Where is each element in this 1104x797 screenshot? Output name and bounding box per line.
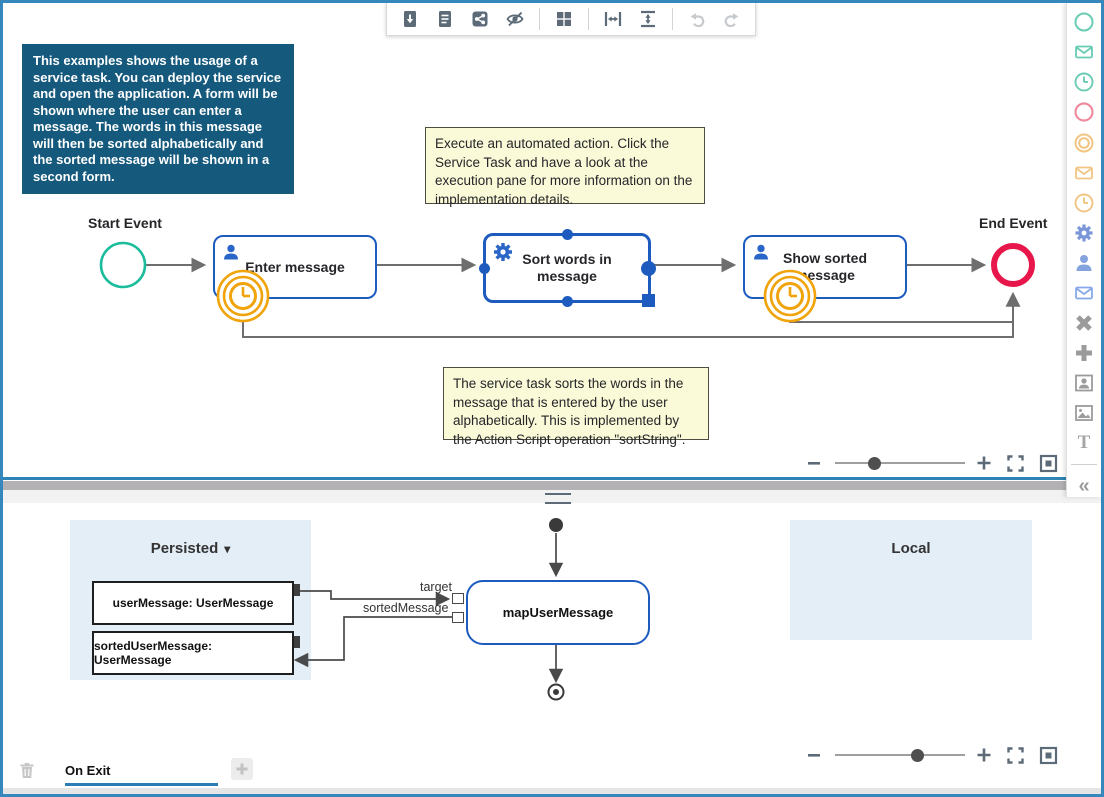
task-enter-message[interactable]: Enter message <box>213 235 377 299</box>
email-task-tool[interactable] <box>1072 282 1096 305</box>
target-input-port[interactable] <box>452 593 464 604</box>
timer-intermediate-event-tool[interactable] <box>1072 191 1096 214</box>
end-event-tool[interactable] <box>1072 101 1096 124</box>
connect-handle-right[interactable] <box>641 260 656 276</box>
toolbar-separator <box>588 7 589 30</box>
zoom-slider-track[interactable] <box>835 754 966 756</box>
connector-label-target: target <box>420 580 452 594</box>
chevron-down-icon[interactable]: ▾ <box>224 542 231 556</box>
share-button[interactable] <box>469 8 491 30</box>
pane-divider <box>0 481 1104 490</box>
task-sort-words[interactable]: Sort words in message <box>479 229 656 307</box>
service-task-note[interactable]: Execute an automated action. Click the S… <box>425 127 705 207</box>
intermediate-event-tool[interactable] <box>1072 131 1096 154</box>
grid-layout-button[interactable] <box>553 8 575 30</box>
boundary-timer-event[interactable] <box>216 269 270 323</box>
fullscreen-icon[interactable] <box>1005 452 1026 474</box>
task-label: Sort words in message <box>522 251 612 284</box>
map-user-message-node[interactable]: mapUserMessage <box>466 580 650 645</box>
editor-toolbar <box>386 2 756 36</box>
message-start-event-tool[interactable] <box>1072 41 1096 64</box>
zoom-in-button[interactable] <box>973 744 994 766</box>
field-sortedusermessage[interactable]: sortedUserMessage: UserMessage <box>92 631 294 675</box>
sorted-output-port[interactable] <box>452 612 464 623</box>
zoom-slider[interactable] <box>835 456 966 470</box>
splitter-drag-handle-icon[interactable] <box>545 493 571 504</box>
task-label: Enter message <box>245 258 345 275</box>
toolbar-separator <box>539 7 540 30</box>
pane-splitter[interactable] <box>0 490 1104 504</box>
boundary-timer-event[interactable] <box>763 269 817 323</box>
document-report-button[interactable] <box>434 8 456 30</box>
resize-handle-corner[interactable] <box>642 294 655 307</box>
fit-to-screen-icon[interactable] <box>1038 452 1059 474</box>
undo-button[interactable] <box>686 8 708 30</box>
fit-height-button[interactable] <box>637 8 659 30</box>
top-zoom-controls <box>803 448 1059 478</box>
tab-on-exit[interactable]: On Exit <box>65 762 218 786</box>
sort-note[interactable]: The service task sorts the words in the … <box>443 367 709 447</box>
join-gateway-tool[interactable] <box>1072 342 1096 365</box>
local-data-panel[interactable]: Local <box>790 520 1032 640</box>
start-event-tool[interactable] <box>1072 11 1096 34</box>
fullscreen-icon[interactable] <box>1005 744 1026 766</box>
image-tool[interactable] <box>1072 402 1096 425</box>
add-tab-button[interactable] <box>231 758 253 780</box>
initial-state-icon[interactable] <box>549 518 563 532</box>
local-panel-title: Local <box>891 540 931 557</box>
persisted-title-text: Persisted <box>150 540 219 557</box>
fit-to-screen-icon[interactable] <box>1038 744 1059 766</box>
tab-on-exit-label: On Exit <box>65 763 111 778</box>
collapse-palette-button[interactable]: « <box>1072 474 1096 497</box>
gear-icon <box>494 243 512 261</box>
resize-handle-left[interactable] <box>479 262 490 274</box>
map-node-label: mapUserMessage <box>502 605 614 620</box>
alternative-gateway-tool[interactable] <box>1072 312 1096 335</box>
user-task-tool[interactable] <box>1072 252 1096 275</box>
delete-tab-button[interactable] <box>16 760 38 782</box>
zoom-slider-handle[interactable] <box>867 456 881 470</box>
zoom-out-button[interactable] <box>803 452 824 474</box>
zoom-in-button[interactable] <box>973 452 994 474</box>
redo-button[interactable] <box>721 8 743 30</box>
field-label: sortedUserMessage: UserMessage <box>94 639 213 667</box>
toolbar-separator <box>672 7 673 30</box>
final-state-icon[interactable] <box>547 683 565 701</box>
fit-width-button[interactable] <box>602 8 624 30</box>
bottom-zoom-controls <box>803 740 1059 770</box>
palette-separator <box>1071 463 1097 465</box>
resize-handle-top[interactable] <box>561 229 573 240</box>
connector-label-sortedmessage: sortedMessage <box>363 601 449 615</box>
description-annotation[interactable]: This examples shows the usage of a servi… <box>22 44 294 194</box>
timer-start-event-tool[interactable] <box>1072 71 1096 94</box>
resize-handle-bottom[interactable] <box>561 296 573 307</box>
start-event-label: Start Event <box>88 215 162 231</box>
user-dialog-tool[interactable] <box>1072 372 1096 395</box>
footer-strip <box>0 788 1104 795</box>
text-tool-glyph: T <box>1077 432 1091 454</box>
hide-connectors-button[interactable] <box>504 8 526 30</box>
zoom-slider-track[interactable] <box>835 462 966 464</box>
persisted-panel-title: Persisted ▾ <box>70 540 311 557</box>
collapse-icon: « <box>1078 474 1090 497</box>
element-palette: T « <box>1066 3 1101 497</box>
zoom-slider[interactable] <box>835 748 966 762</box>
message-intermediate-event-tool[interactable] <box>1072 161 1096 184</box>
end-event-label: End Event <box>979 215 1048 231</box>
active-tab-indicator <box>65 783 218 786</box>
download-document-button[interactable] <box>399 8 421 30</box>
user-icon <box>224 244 238 260</box>
zoom-slider-handle[interactable] <box>910 748 924 762</box>
service-task-tool[interactable] <box>1072 221 1096 244</box>
field-label: userMessage: UserMessage <box>112 596 274 610</box>
text-tool[interactable]: T <box>1072 432 1096 455</box>
user-icon <box>754 244 768 260</box>
zoom-out-button[interactable] <box>803 744 824 766</box>
field-usermessage[interactable]: userMessage: UserMessage <box>92 581 294 625</box>
